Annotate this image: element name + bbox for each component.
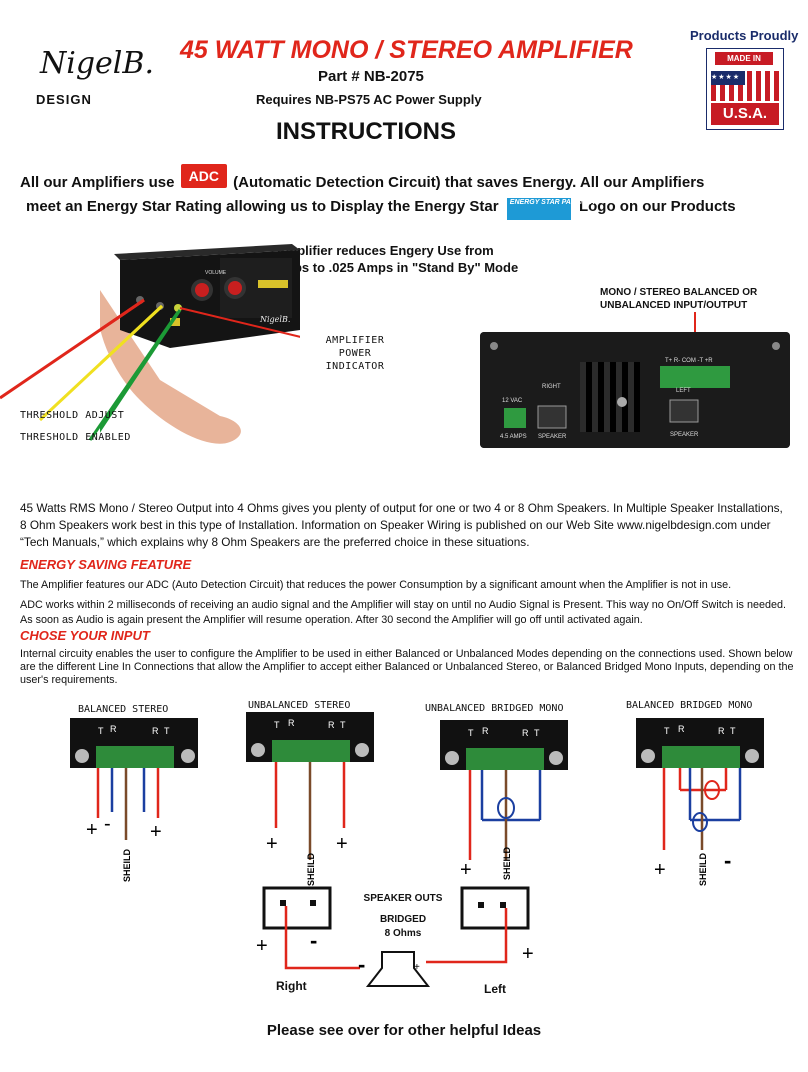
speaker-outs-diagram: + - - + + (256, 886, 534, 987)
standby-note: Amplifier reduces Engery Use from 4.5 Am… (240, 242, 530, 276)
plus-sign: + (460, 859, 472, 881)
connector-unbalanced-bridged: T R R T + SHEILD (440, 720, 568, 881)
standby-note-line: 4.5 Amps to .025 Amps in "Stand By" Mode (251, 260, 519, 275)
plus-sign: + (654, 859, 666, 881)
intro-text: Logo on our Products (578, 197, 736, 215)
io-label-line: MONO / STEREO BALANCED OR (600, 287, 758, 298)
plus-sign: + (414, 962, 420, 973)
energy-section-title: ENERGY SAVING FEATURE (20, 557, 192, 572)
minus-sign: - (310, 928, 317, 953)
shield-label: SHEILD (502, 846, 512, 880)
left-label: Left (484, 982, 506, 996)
page-title: 45 WATT MONO / STEREO AMPLIFIER (180, 36, 633, 64)
power-supply-requirement: Requires NB-PS75 AC Power Supply (256, 92, 482, 107)
rear-pin-labels: T+ R- COM -T +R (665, 358, 713, 364)
unbalanced-stereo-title: UNBALANCED STEREO (248, 700, 351, 711)
usa-badge-heading: Products Proudly (690, 28, 799, 43)
threshold-enabled-label: THRESHOLD ENABLED (20, 432, 131, 443)
rear-speaker-right: SPEAKER (538, 434, 567, 440)
pin-t: T (664, 726, 670, 736)
ohms-label: 8 Ohms (384, 928, 422, 939)
plus-sign: + (86, 819, 98, 841)
rear-speaker-left: SPEAKER (670, 432, 699, 438)
pin-t: T (730, 726, 736, 736)
pin-t: T (534, 728, 540, 738)
io-label-line: UNBALANCED INPUT/OUTPUT (600, 300, 748, 311)
output-description: 45 Watts RMS Mono / Stereo Output into 4… (20, 501, 783, 549)
usa-label: U.S.A. (711, 103, 779, 125)
made-in-usa-badge: ★★★★ MADE IN U.S.A. (706, 48, 784, 130)
speaker-outs-label: SPEAKER OUTS (363, 893, 443, 904)
intro-line-2: meet an Energy Star Rating allowing us t… (26, 196, 736, 220)
input-paragraph: Internal circuity enables the user to co… (20, 648, 794, 686)
pin-r: R (678, 724, 685, 734)
plus-sign: + (150, 821, 162, 843)
pin-r: R (482, 726, 489, 736)
rear-right: RIGHT (542, 384, 561, 390)
pin-t: T (274, 720, 280, 730)
io-label: MONO / STEREO BALANCED OR UNBALANCED INP… (600, 286, 757, 312)
pin-r: R (328, 720, 335, 730)
intro-text: (Automatic Detection Circuit) that saves… (233, 174, 705, 191)
footer-note: Please see over for other helpful Ideas (266, 1022, 542, 1039)
front-brand: NigelB. (259, 315, 290, 324)
bridged-label: BRIDGED (379, 914, 427, 925)
shield-label: SHEILD (306, 852, 316, 886)
intro-line-1: All our Amplifiers use ADC (Automatic De… (20, 164, 705, 194)
right-label: Right (276, 979, 307, 993)
minus-sign: - (104, 813, 111, 835)
pin-r: R (110, 724, 117, 734)
pin-t: T (340, 720, 346, 730)
power-indicator-label: AMPLIFIER POWER INDICATOR (325, 335, 385, 372)
plus-sign: + (256, 935, 268, 957)
connector-balanced-stereo: T R R T + - + SHEILD (70, 718, 198, 882)
minus-sign: - (358, 952, 365, 977)
plus-sign: + (336, 833, 348, 855)
standby-note-line: Amplifier reduces Engery Use from (276, 243, 494, 258)
pin-r: R (152, 726, 159, 736)
intro-text: All our Amplifiers use (20, 174, 175, 191)
pin-r: R (718, 726, 725, 736)
unbalanced-bridged-title: UNBALANCED BRIDGED MONO (425, 703, 564, 714)
plus-sign: + (522, 943, 534, 965)
made-in-label: MADE IN (715, 52, 773, 65)
balanced-stereo-title: BALANCED STEREO (78, 704, 169, 715)
connector-balanced-bridged: T R R T + - SHEILD (636, 718, 764, 886)
flag-stars-icon: ★★★★ (711, 71, 745, 85)
rear-vac: 12 VAC (502, 398, 523, 404)
energy-paragraph-1: The Amplifier features our ADC (Auto Det… (20, 579, 732, 591)
amplifier-photo: VOLUME NigelB. (100, 244, 300, 444)
rear-left: LEFT (676, 388, 691, 394)
energy-star-logo: ENERGY STAR PARTNER (506, 198, 595, 220)
logo-subtitle: DESIGN (36, 92, 92, 107)
leader-lines (0, 298, 180, 441)
wiring-diagrams: T R R T + - + SHEILD T R R T + + SHEILD … (70, 712, 764, 987)
input-section-title: CHOSE YOUR INPUT (20, 628, 150, 643)
shield-label: SHEILD (122, 848, 132, 882)
minus-sign: - (724, 848, 731, 873)
instructions-title: INSTRUCTIONS (276, 118, 456, 145)
pin-t: T (164, 726, 170, 736)
volume-label: VOLUME (205, 270, 227, 276)
part-number: Part # NB-2075 (318, 68, 424, 85)
pin-t: T (98, 726, 104, 736)
plus-sign: + (266, 833, 278, 855)
pin-r: R (288, 718, 295, 728)
adc-badge: ADC (180, 164, 227, 188)
connector-unbalanced-stereo: T R R T + + SHEILD (246, 712, 374, 886)
logo-script: NigelB. (40, 46, 154, 81)
pin-t: T (468, 728, 474, 738)
energy-paragraph-2: ADC works within 2 milliseconds of recei… (20, 599, 786, 626)
rear-panel-photo: T+ R- COM -T +R 12 VAC 4.5 AMPS RIGHT SP… (480, 332, 790, 448)
threshold-adjust-label: THRESHOLD ADJUST (20, 410, 125, 421)
pin-r: R (522, 728, 529, 738)
rear-amps: 4.5 AMPS (500, 434, 527, 440)
intro-text: meet an Energy Star Rating allowing us t… (26, 197, 499, 215)
balanced-bridged-title: BALANCED BRIDGED MONO (626, 700, 753, 711)
shield-label: SHEILD (698, 852, 708, 886)
